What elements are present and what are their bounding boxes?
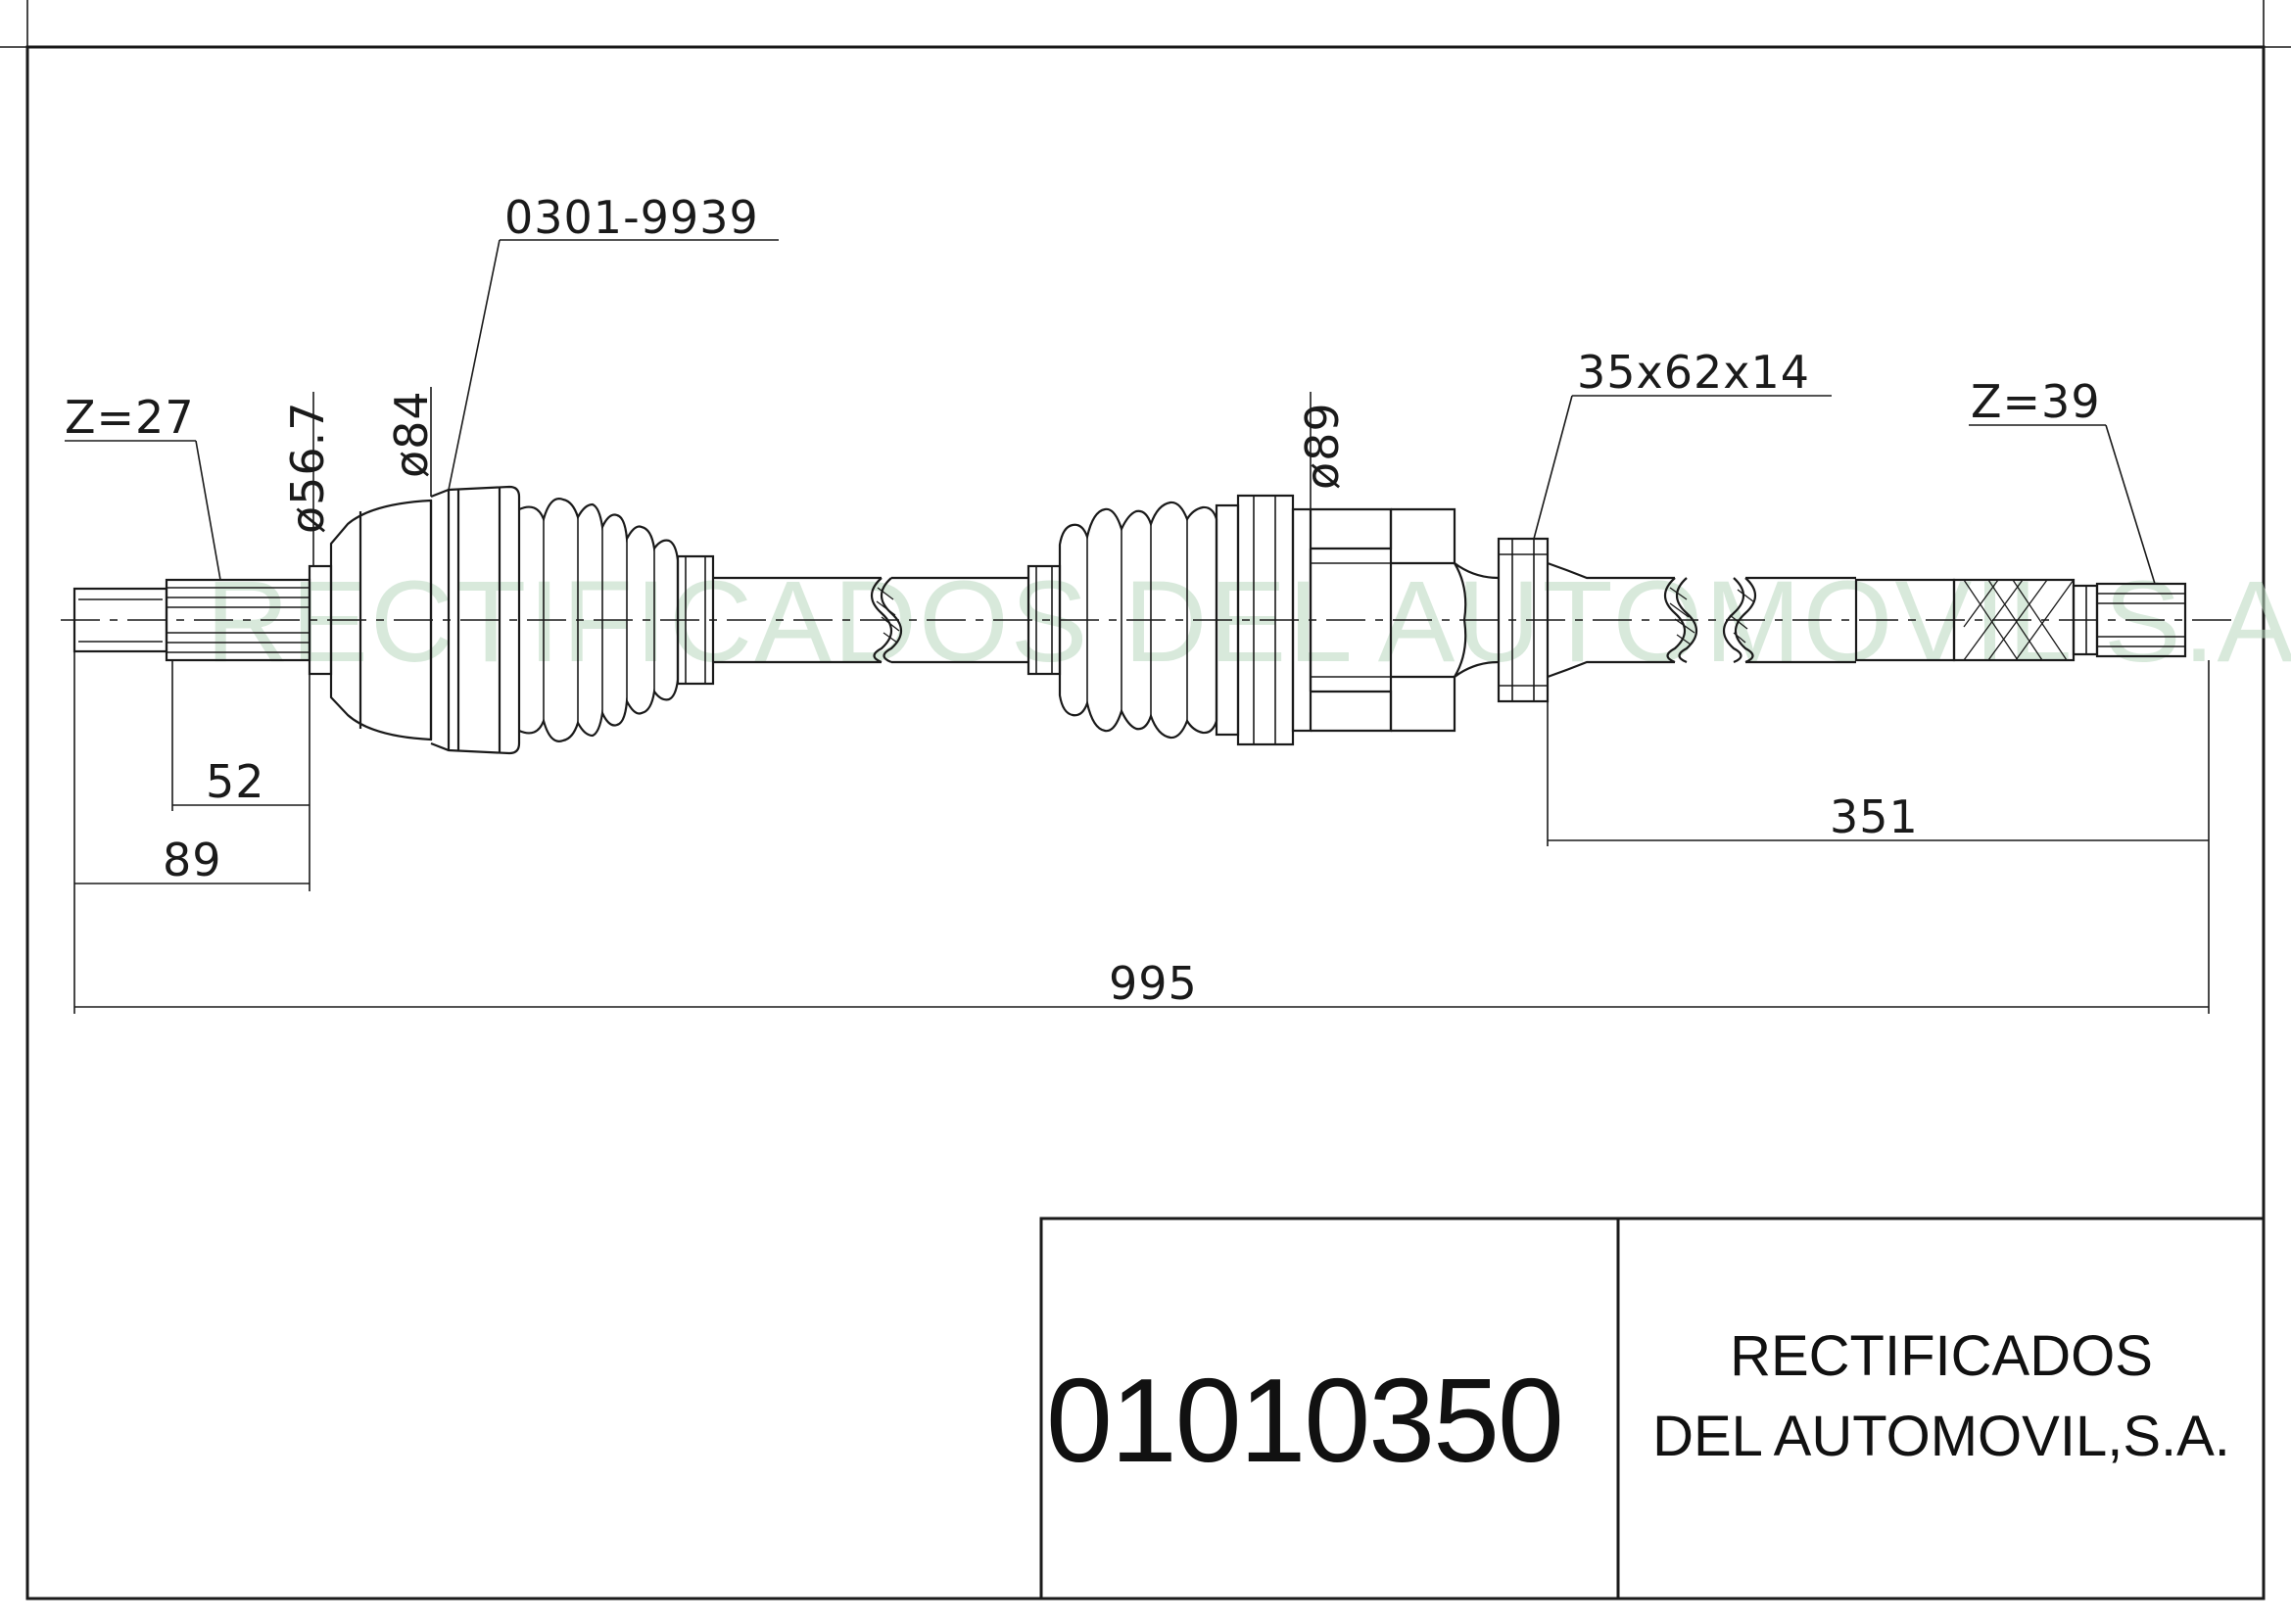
crop-marks	[0, 0, 2291, 48]
outer-boot-diameter-label: ø84	[385, 390, 438, 478]
inner-joint-diameter-label: ø89	[1296, 402, 1349, 490]
inner-joint-housing	[1291, 507, 1500, 733]
label-part-ref: 0301-9939	[448, 191, 779, 491]
company-name-line2: DEL AUTOMOVIL,S.A.	[1652, 1405, 2230, 1468]
dim-intermediate-length: 351	[1547, 660, 2210, 1014]
stub-diameter-label: ø56.7	[281, 401, 334, 534]
outer-boot	[430, 485, 715, 755]
label-inner-spline: Z=39	[1969, 375, 2156, 585]
inner-spline-label: Z=39	[1971, 375, 2101, 428]
part-ref-label: 0301-9939	[504, 191, 759, 244]
knurl-hatch	[1963, 579, 2075, 661]
inner-boot	[1058, 494, 1295, 746]
label-outer-spline: Z=27	[65, 391, 221, 581]
spline-length-value: 52	[206, 755, 265, 808]
total-length-value: 995	[1109, 957, 1198, 1010]
label-inner-joint-diameter: ø89	[1296, 392, 1349, 509]
dim-spline-length: 52	[171, 660, 310, 891]
outer-spline-teeth	[167, 587, 310, 653]
dim-total-length: 995	[74, 957, 2209, 1010]
title-block: 01010350 RECTIFICADOS DEL AUTOMOVIL,S.A.	[1039, 1217, 2266, 1600]
outer-stub-axle	[72, 564, 333, 676]
bearing-label: 35x62x14	[1577, 346, 1810, 399]
outer-cv-joint	[329, 499, 433, 741]
label-outer-boot-diameter: ø84	[385, 387, 438, 497]
dim-outer-length: 89	[73, 651, 310, 1014]
inner-spline-teeth	[2097, 593, 2185, 647]
outer-spline-label: Z=27	[65, 391, 195, 444]
intermediate-shaft	[713, 564, 1062, 676]
intermediate-length-value: 351	[1830, 790, 1919, 843]
company-name-line1: RECTIFICADOS	[1730, 1324, 2153, 1388]
inner-intermediate-shaft	[1547, 561, 2187, 679]
outer-length-value: 89	[163, 834, 222, 886]
bearing	[1497, 537, 1550, 703]
part-code: 01010350	[1046, 1354, 1562, 1487]
label-bearing: 35x62x14	[1533, 346, 1832, 540]
label-stub-diameter: ø56.7	[281, 392, 334, 566]
